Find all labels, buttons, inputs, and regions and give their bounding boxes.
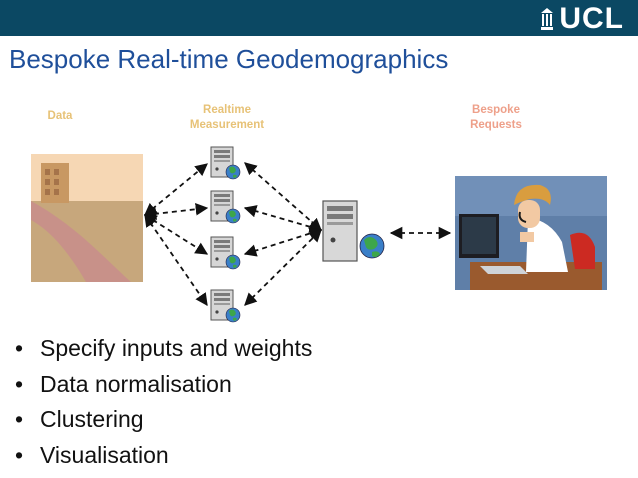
label-data: Data	[47, 110, 73, 122]
label-realtime-line2: Measurement	[189, 119, 265, 131]
label-realtime-line1: Realtime	[203, 104, 251, 116]
sensor-server-4	[210, 289, 241, 323]
label-bespoke-requests: Bespoke Requests	[448, 103, 544, 133]
sensor-server-3	[210, 236, 241, 270]
bullet-text: Visualisation	[40, 441, 169, 468]
data-city-image	[31, 154, 143, 282]
page-title: Bespoke Real-time Geodemographics	[9, 44, 449, 74]
header-bar: UCL	[0, 0, 638, 36]
label-realtime-measurement: Realtime Measurement	[176, 103, 278, 133]
bullet-text: Data normalisation	[40, 370, 232, 397]
bullet-item: •Visualisation	[15, 441, 169, 468]
bullet-text: Clustering	[40, 406, 144, 432]
bullet-item: •Specify inputs and weights	[15, 335, 313, 361]
bullet-item: •Clustering	[15, 406, 144, 432]
ucl-logo: UCL	[541, 4, 624, 34]
bullet-text: Specify inputs and weights	[40, 335, 313, 361]
label-bespoke-line1: Bespoke	[472, 104, 520, 116]
bullet-item: •Data normalisation	[15, 370, 232, 397]
sensor-server-2	[210, 190, 241, 224]
person-at-computer-image	[455, 176, 607, 290]
central-server	[322, 200, 385, 262]
logo-text: UCL	[559, 2, 624, 35]
portico-icon	[541, 8, 554, 30]
bullet-list: •Specify inputs and weights •Data normal…	[15, 331, 312, 473]
sensor-server-1	[210, 146, 241, 180]
label-bespoke-line2: Requests	[470, 119, 522, 131]
